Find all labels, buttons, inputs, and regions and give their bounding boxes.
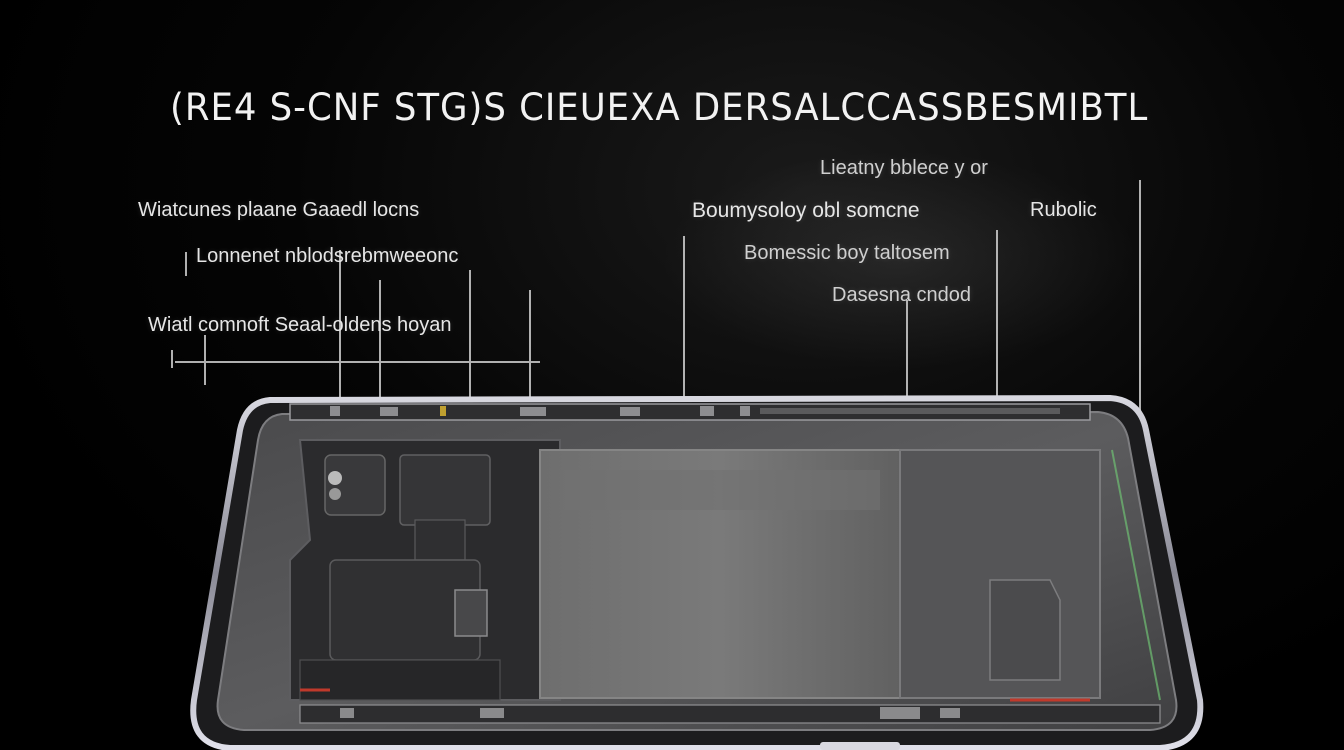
callout-label: Rubolic xyxy=(1030,199,1097,221)
chip xyxy=(440,406,446,416)
top-strip-components xyxy=(330,406,1060,416)
chip xyxy=(380,407,398,416)
battery-label-area xyxy=(560,470,880,510)
charging-port xyxy=(820,742,900,750)
chip xyxy=(520,407,546,416)
camera-module xyxy=(324,454,386,516)
chip xyxy=(620,407,640,416)
callout-label: Boumysoloy obl somcne xyxy=(692,199,920,222)
callout-label: Wiatl comnoft Seaal-oldens hoyan xyxy=(148,314,452,336)
callout-label: Dasesna cndod xyxy=(832,284,971,306)
callout-label: Lonnenet nblodsrebmweeonc xyxy=(196,245,459,267)
soc-shield xyxy=(399,454,491,526)
chip xyxy=(880,707,920,719)
callout-label: Lieatny bblece y or xyxy=(820,157,988,179)
bottom-connector-strip xyxy=(299,704,1161,724)
chip xyxy=(740,406,750,416)
callout-label: Wiatcunes plaane Gaaedl locns xyxy=(138,199,420,221)
camera-lens-icon xyxy=(328,471,342,485)
chip xyxy=(340,708,354,718)
chip xyxy=(330,406,340,416)
camera-lens-icon xyxy=(329,488,341,500)
chip xyxy=(940,708,960,718)
speaker-module xyxy=(989,579,1061,681)
callout-label: Bomessic boy taltosem xyxy=(744,242,950,264)
bottom-board-section xyxy=(299,659,501,701)
bottom-strip-components xyxy=(340,707,960,719)
memory-chip xyxy=(414,519,466,561)
chip xyxy=(480,708,504,718)
chip xyxy=(700,406,714,416)
green-edge-highlight xyxy=(1111,449,1161,701)
diagram-title: (RE4 S-CNF STG)S CIEUEXA DERSALCCASSBESM… xyxy=(170,86,1149,129)
connector-socket xyxy=(454,589,488,637)
flex-cable xyxy=(760,408,1060,414)
